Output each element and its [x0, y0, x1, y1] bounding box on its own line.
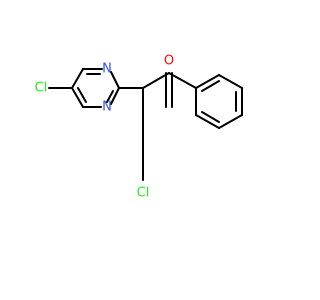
atom-label-n2: N: [102, 100, 112, 115]
bond: [201, 111, 220, 123]
atom-label-n1: N: [102, 62, 112, 77]
bond: [110, 71, 120, 89]
bond: [195, 74, 220, 89]
atom-label-cl2: Cl: [137, 186, 150, 201]
bond: [201, 80, 220, 92]
atom-label-cl1: Cl: [35, 81, 48, 96]
background: [0, 0, 300, 300]
atom-label-o1: O: [164, 54, 174, 69]
bond: [168, 72, 197, 89]
bond: [142, 72, 170, 89]
bond: [106, 90, 114, 103]
bond: [195, 114, 220, 129]
bond: [218, 74, 243, 89]
bond: [218, 114, 243, 129]
molecule-structure: Cl N N O Cl: [0, 0, 300, 300]
bond: [77, 87, 87, 103]
bonds: [48, 68, 243, 181]
bond: [71, 68, 84, 89]
atom-labels: Cl N N O Cl: [35, 54, 174, 201]
bond: [110, 87, 120, 105]
bond: [71, 87, 84, 108]
